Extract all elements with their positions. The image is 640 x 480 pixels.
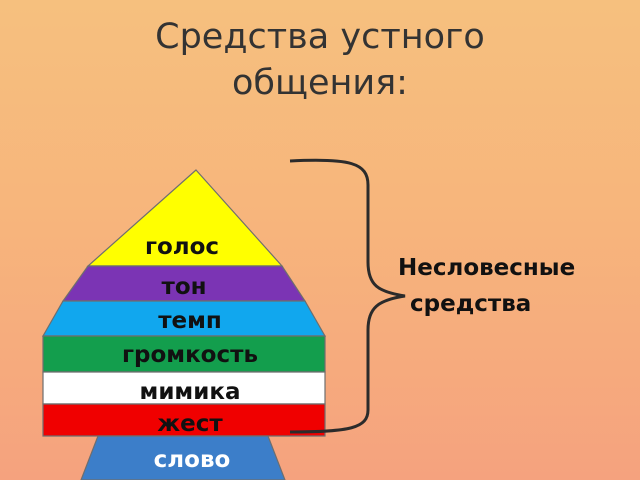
slide-title-line-2: общения: [232, 63, 408, 103]
slide-title: Средства устного общения: [0, 14, 640, 106]
curly-brace [289, 158, 406, 434]
pyramid-level-label-facial-expression: мимика [140, 379, 241, 405]
pyramid-level-label-tempo: темп [158, 308, 222, 334]
pyramid-level-word [80, 435, 286, 480]
pyramid-level-label-tone: тон [161, 274, 206, 300]
nonverbal-means-label: Несловесные средства [398, 250, 640, 322]
pyramid-level-label-gesture: жест [157, 411, 223, 437]
pyramid-level-label-word: слово [154, 447, 231, 473]
pyramid-level-label-voice: голос [145, 234, 219, 260]
pyramid-level-label-loudness: громкость [122, 342, 258, 368]
nonverbal-means-label-line-1: Несловесные [398, 255, 576, 281]
pyramid-level-gesture [42, 403, 326, 437]
pyramid-levels: голос тон темп громкость мимика жест слово [41, 169, 327, 480]
slide-title-line-1: Средства устного [155, 17, 485, 57]
nonverbal-means-label-line-2: средства [410, 291, 532, 317]
